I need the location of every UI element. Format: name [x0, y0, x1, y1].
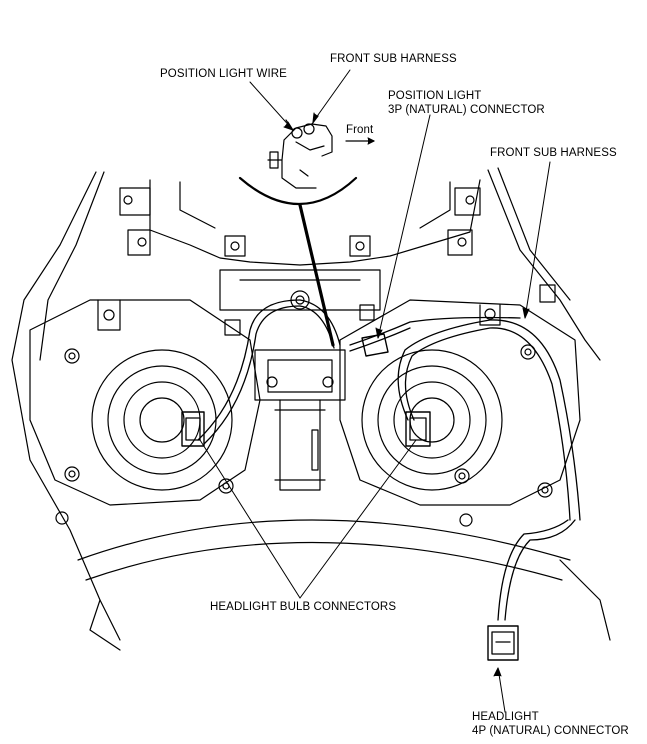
leader-lines: [199, 69, 551, 713]
fairing-outline: [11, 167, 611, 651]
right-headlight-housing: [339, 299, 581, 527]
label-front-sub-harness-top: FRONT SUB HARNESS: [330, 53, 457, 65]
label-headlight-connector-line2: 4P (NATURAL) CONNECTOR: [472, 725, 629, 737]
label-front-arrow: Front: [346, 124, 374, 136]
label-position-light-connector-line1: POSITION LIGHT: [388, 90, 482, 102]
wiring-harness: [181, 299, 581, 661]
front-arrow: [345, 137, 375, 145]
inset-detail: [238, 115, 358, 347]
label-headlight-connector-line1: HEADLIGHT: [472, 711, 539, 723]
label-position-light-wire: POSITION LIGHT WIRE: [160, 68, 287, 80]
label-headlight-bulb-connectors: HEADLIGHT BULB CONNECTORS: [210, 601, 397, 613]
center-assembly: [219, 269, 381, 491]
left-headlight-housing: [29, 299, 261, 525]
label-front-sub-harness-right: FRONT SUB HARNESS: [490, 147, 617, 159]
label-position-light-connector-line2: 3P (NATURAL) CONNECTOR: [388, 104, 545, 116]
brackets: [119, 187, 556, 336]
